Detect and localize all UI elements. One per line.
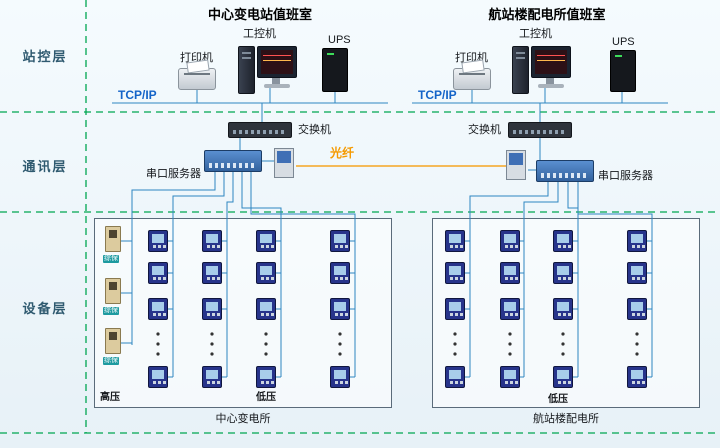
left-pc-label: 工控机 — [243, 28, 276, 40]
left-switch-label: 交换机 — [298, 124, 331, 136]
right-pc-label: 工控机 — [519, 28, 552, 40]
left-box-lv-label: 低压 — [256, 392, 276, 403]
network-wires — [112, 88, 668, 378]
power-meter-icon — [445, 262, 465, 284]
power-meter-icon — [445, 366, 465, 388]
power-meter-icon — [202, 298, 222, 320]
power-meter-icon — [148, 230, 168, 252]
protection-relay-label: 综保 — [103, 255, 119, 263]
protection-relay-label: 综保 — [103, 357, 119, 365]
power-meter-icon — [627, 298, 647, 320]
monitor-screen — [535, 50, 567, 74]
power-meter-icon — [627, 262, 647, 284]
monitor-icon — [531, 46, 571, 78]
fiber-label: 光纤 — [330, 146, 355, 160]
protection-relay-icon — [105, 226, 121, 252]
power-meter-icon — [148, 262, 168, 284]
fiber-converter-icon — [274, 148, 294, 178]
power-meter-icon — [202, 230, 222, 252]
right-tcpip-label: TCP/IP — [418, 88, 457, 102]
serial-server-icon — [204, 150, 262, 172]
layer-label-comm: 通讯层 — [22, 159, 68, 174]
left-box-hv-label: 高压 — [100, 392, 120, 403]
monitor-screen — [261, 50, 293, 74]
left-box-caption: 中心变电所 — [215, 413, 271, 425]
power-meter-icon — [553, 366, 573, 388]
protection-relay-icon — [105, 328, 121, 354]
ethernet-switch-icon — [228, 122, 292, 138]
layer-label-station: 站控层 — [22, 49, 68, 64]
power-meter-icon — [553, 298, 573, 320]
power-meter-icon — [148, 366, 168, 388]
right-switch-label: 交换机 — [468, 124, 501, 136]
left-room-title: 中心变电站值班室 — [207, 7, 312, 22]
monitor-base — [538, 84, 564, 88]
layer-label-device: 设备层 — [22, 301, 68, 316]
fiber-converter-icon — [506, 150, 526, 180]
power-meter-icon — [330, 262, 350, 284]
power-meter-icon — [500, 298, 520, 320]
serial-server-icon — [536, 160, 594, 182]
ups-icon — [322, 48, 348, 92]
right-serial-label: 串口服务器 — [598, 170, 653, 182]
protection-relay-label: 综保 — [103, 307, 119, 315]
power-meter-icon — [330, 298, 350, 320]
ups-icon — [610, 50, 636, 92]
power-meter-icon — [330, 366, 350, 388]
power-meter-icon — [500, 366, 520, 388]
ethernet-switch-icon — [508, 122, 572, 138]
layer-divider-lines — [0, 0, 720, 434]
power-meter-icon — [256, 366, 276, 388]
power-meter-icon — [202, 366, 222, 388]
power-meter-icon — [256, 298, 276, 320]
right-box-caption: 航站楼配电所 — [533, 413, 599, 425]
power-meter-icon — [256, 230, 276, 252]
power-meter-icon — [627, 366, 647, 388]
right-ups-label: UPS — [612, 36, 635, 48]
left-serial-label: 串口服务器 — [146, 168, 201, 180]
monitor-icon — [257, 46, 297, 78]
power-meter-icon — [330, 230, 350, 252]
right-room-title: 航站楼配电所值班室 — [488, 7, 606, 22]
printer-icon — [453, 68, 491, 90]
monitor-base — [264, 84, 290, 88]
pc-tower-icon — [512, 46, 529, 94]
left-ups-label: UPS — [328, 34, 351, 46]
monitor-stand — [272, 78, 280, 84]
printer-icon — [178, 68, 216, 90]
right-box-lv-label: 低压 — [548, 394, 568, 405]
left-tcpip-label: TCP/IP — [118, 88, 157, 102]
power-meter-icon — [256, 262, 276, 284]
power-meter-icon — [500, 262, 520, 284]
pc-tower-icon — [238, 46, 255, 94]
power-meter-icon — [445, 298, 465, 320]
monitor-stand — [546, 78, 554, 84]
ellipsis-dots — [156, 332, 639, 356]
power-meter-icon — [553, 262, 573, 284]
power-meter-icon — [627, 230, 647, 252]
power-meter-icon — [445, 230, 465, 252]
protection-relay-icon — [105, 278, 121, 304]
power-meter-icon — [553, 230, 573, 252]
power-meter-icon — [500, 230, 520, 252]
power-meter-icon — [202, 262, 222, 284]
power-meter-icon — [148, 298, 168, 320]
